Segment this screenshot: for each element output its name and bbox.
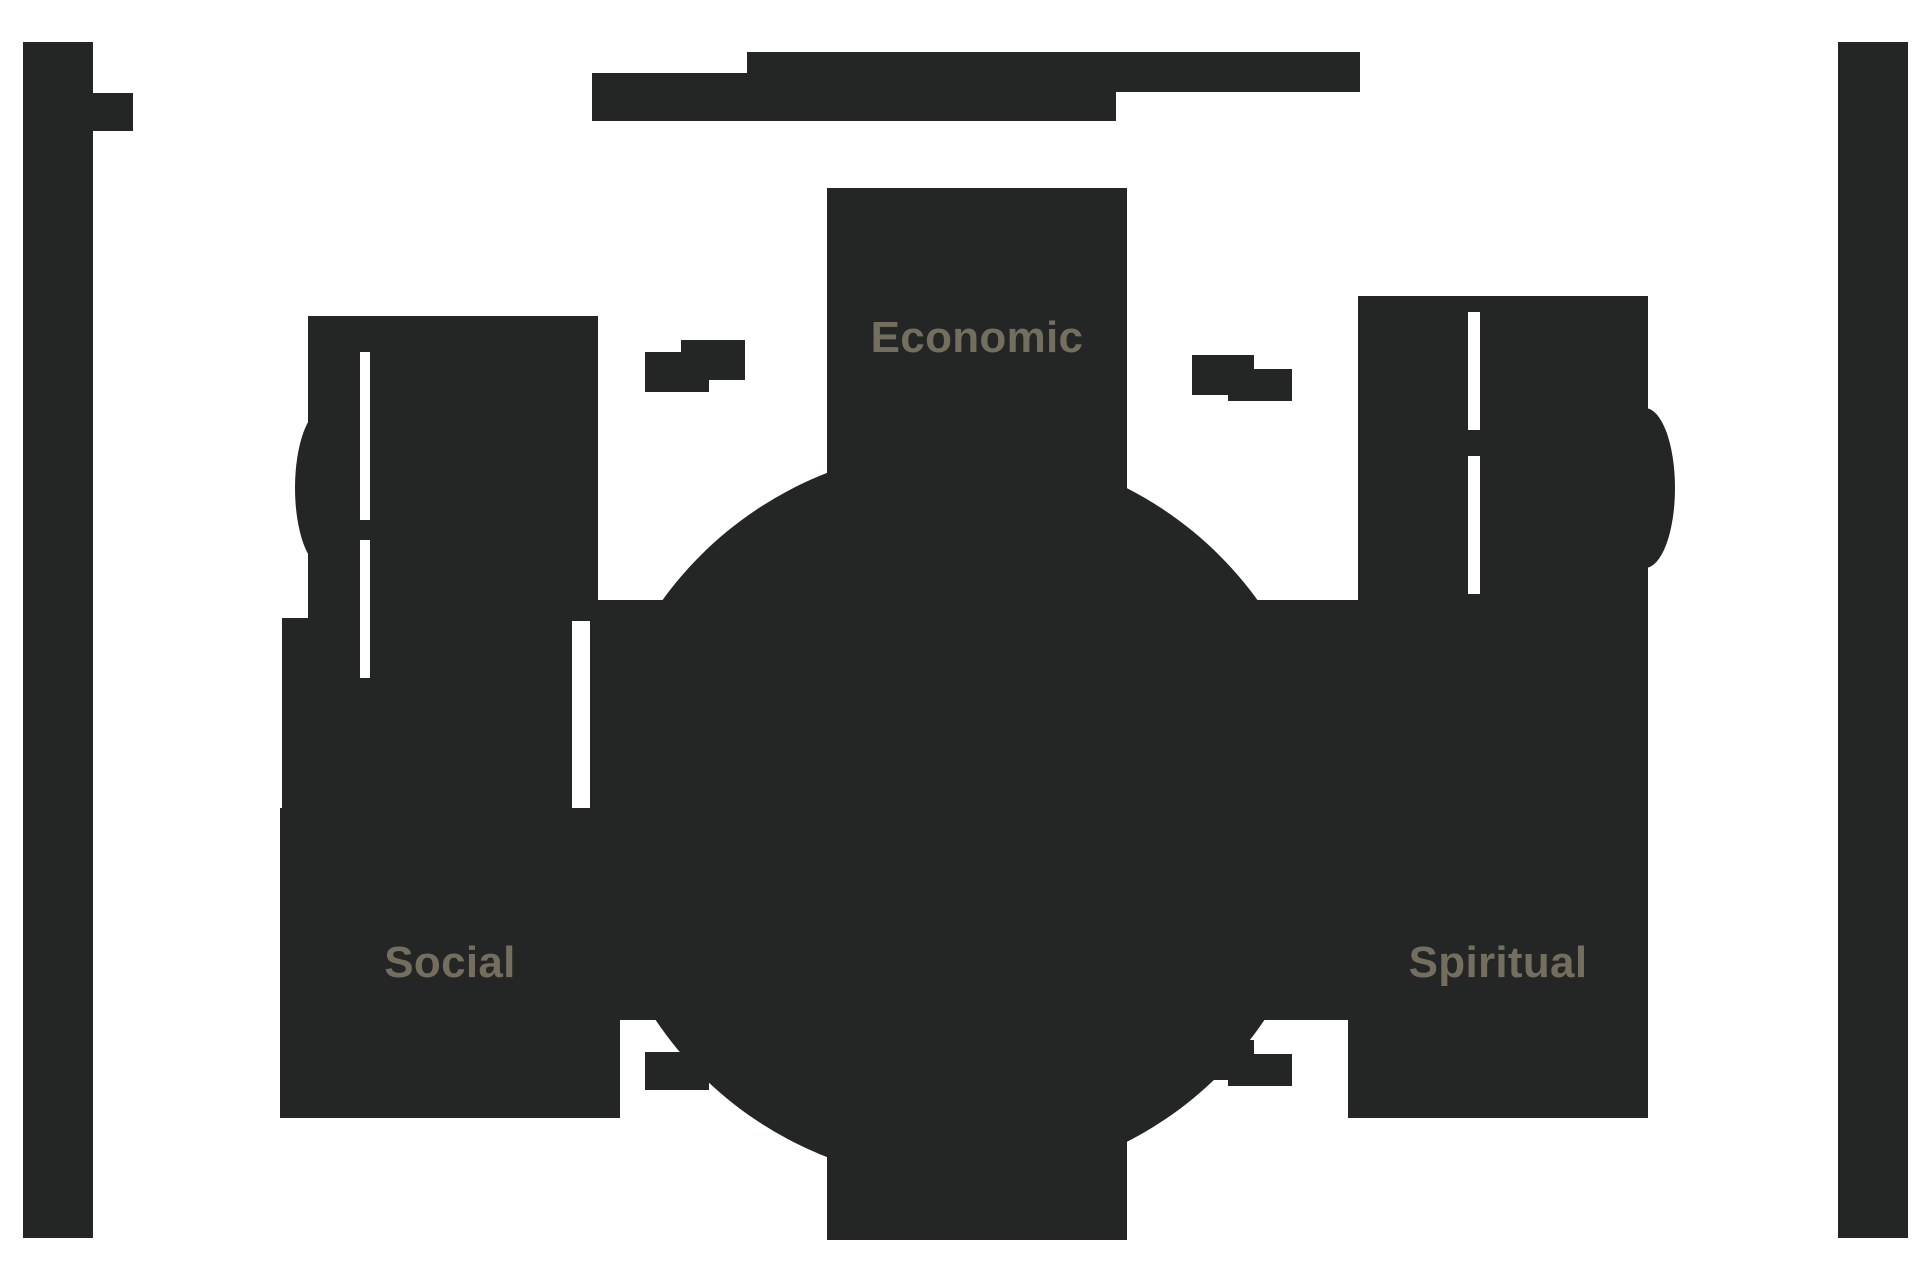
quadrant-social-extension <box>560 808 780 958</box>
rail-left-tab <box>93 93 133 131</box>
caption-upper-left[interactable] <box>645 340 745 396</box>
quadrant-right-slit-lower <box>1468 456 1480 594</box>
caption-lower-right[interactable] <box>1192 1040 1292 1096</box>
quadrant-economic[interactable]: Economic <box>827 188 1127 488</box>
hub-stem-bottom <box>827 1000 1127 1240</box>
quadrant-right-slit-upper <box>1468 312 1480 430</box>
quadrant-right-arc <box>1615 408 1675 568</box>
caption-upper-right[interactable] <box>1192 355 1292 411</box>
rail-left <box>23 42 93 1238</box>
page-title-redaction-lower <box>592 73 1116 121</box>
rail-right <box>1838 42 1908 1238</box>
quadrant-social-label: Social <box>384 938 516 987</box>
quadrant-right-redacted[interactable] <box>1358 296 1648 606</box>
quadrant-spiritual-label: Spiritual <box>1408 938 1588 987</box>
quadrant-left-arc <box>295 408 355 568</box>
caption-upper-left-tier-2 <box>681 340 745 380</box>
quadrant-spiritual-extension <box>1180 808 1380 958</box>
marker-left-upper[interactable] <box>417 662 465 704</box>
caption-lower-left-tier-2 <box>681 1040 745 1080</box>
caption-upper-right-tier-2 <box>1228 369 1292 401</box>
caption-lower-right-tier-2 <box>1228 1054 1292 1086</box>
marker-left-lower[interactable] <box>417 712 465 756</box>
marker-right-upper[interactable] <box>1470 662 1518 704</box>
quadrant-left-redacted[interactable] <box>308 316 598 621</box>
quadrant-spiritual[interactable]: Spiritual <box>1348 808 1648 1118</box>
quadrant-left-slit-upper <box>360 352 370 520</box>
quadrant-left-slit-lower <box>360 540 370 678</box>
marker-right-lower[interactable] <box>1470 712 1518 756</box>
caption-lower-left[interactable] <box>645 1040 745 1096</box>
quadrant-right-foot <box>1348 600 1648 808</box>
quadrant-economic-label: Economic <box>870 313 1084 362</box>
